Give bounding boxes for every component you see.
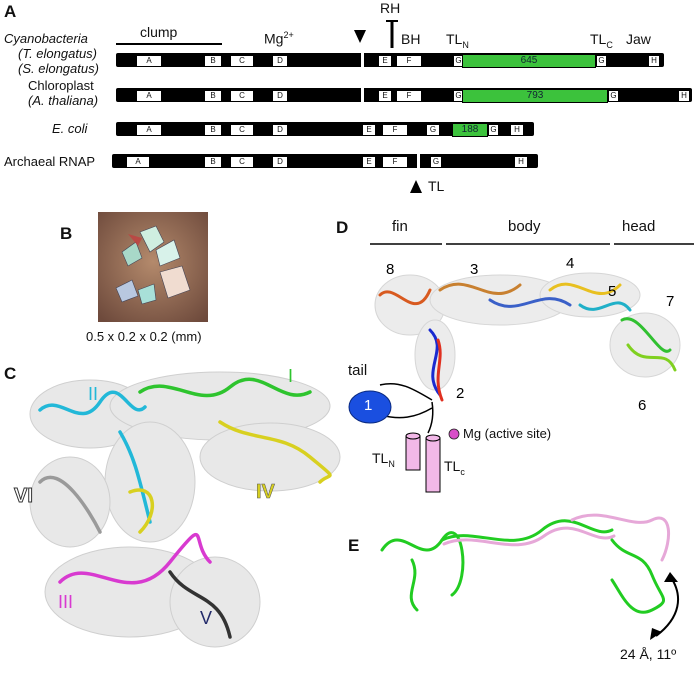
domain-numeral-VI: VI <box>14 485 33 507</box>
domain-box: F <box>396 55 422 67</box>
domain-number-5: 5 <box>608 283 616 300</box>
structure-domains-illustration: I II III IV V VI <box>14 366 341 648</box>
domain-box: G <box>488 124 499 136</box>
mg-active-site-label: Mg (active site) <box>463 426 552 441</box>
split-gap <box>417 152 420 170</box>
jaw-label: Jaw <box>626 31 651 47</box>
panel-letter-e: E <box>348 536 360 555</box>
tln-label: TLN <box>446 31 469 50</box>
tlc-label: TLC <box>590 31 613 50</box>
domain-box: G <box>596 55 607 67</box>
domain-numeral-V: V <box>200 608 212 628</box>
domain-box: H <box>678 90 690 102</box>
insert-region: 645 <box>462 54 596 68</box>
domain-number-3: 3 <box>470 261 478 278</box>
panel-letter-d: D <box>336 218 349 237</box>
domain-box: F <box>382 124 408 136</box>
crystal-size-caption: 0.5 x 0.2 x 0.2 (mm) <box>86 329 202 344</box>
domain-box: B <box>204 55 222 67</box>
rh-label: RH <box>380 0 401 16</box>
tl-bottom-label: TL <box>428 178 445 194</box>
domain-box: D <box>272 55 288 67</box>
domain-box: G <box>430 156 442 168</box>
domain-bar-cyano: A B C D E F G 645 G H <box>116 51 664 69</box>
domain-number-8: 8 <box>386 261 394 278</box>
row-name-chloro-1: Chloroplast <box>28 78 94 93</box>
domain-box: D <box>272 124 288 136</box>
domain-number-4: 4 <box>566 255 574 272</box>
crystal-photo <box>98 212 208 322</box>
domain-bar-chloro: A B C D E F G 793 G H <box>116 86 692 104</box>
header-fin: fin <box>392 218 408 235</box>
row-name-archaeal: Archaeal RNAP <box>4 154 96 169</box>
domain-box: A <box>126 156 150 168</box>
fin-body-head-structure: 8 3 4 5 7 2 6 <box>374 255 681 434</box>
row-name-ecoli: E. coli <box>52 121 88 136</box>
domain-box: A <box>136 55 162 67</box>
arrowhead-down-icon <box>354 30 366 43</box>
domain-box: C <box>230 156 254 168</box>
split-gap <box>361 51 364 69</box>
superposition-illustration <box>380 513 671 614</box>
tail-circle-number: 1 <box>364 397 373 414</box>
row-name-chloro-2: (A. thaliana) <box>28 93 99 108</box>
domain-numeral-III: III <box>58 592 73 612</box>
domain-box: D <box>272 156 288 168</box>
domain-box: G <box>608 90 619 102</box>
domain-box: B <box>204 156 222 168</box>
domain-numeral-II: II <box>88 384 98 404</box>
domain-box: C <box>230 90 254 102</box>
row-name-cyano-2: (T. elongatus) <box>18 46 98 61</box>
panel-letter-c: C <box>4 364 17 383</box>
tail-label: tail <box>348 362 368 379</box>
row-name-cyano-1: Cyanobacteria <box>4 31 88 46</box>
panel-letter-a: A <box>4 2 17 21</box>
domain-box: C <box>230 55 254 67</box>
domain-number-7: 7 <box>666 293 674 310</box>
domain-numeral-IV: IV <box>256 481 276 503</box>
header-head: head <box>622 218 656 235</box>
domain-box: C <box>230 124 254 136</box>
domain-box: E <box>378 90 392 102</box>
split-gap <box>361 86 364 104</box>
arrowhead-up-icon <box>410 180 422 193</box>
domain-box: A <box>136 124 162 136</box>
clump-bracket <box>116 43 222 45</box>
domain-box: F <box>396 90 422 102</box>
domain-box: E <box>362 124 376 136</box>
rh-t-marker <box>386 20 398 48</box>
clump-label: clump <box>140 24 178 40</box>
domain-box: E <box>378 55 392 67</box>
rotation-arrow-icon <box>650 572 679 640</box>
domain-numeral-I: I <box>288 366 293 386</box>
domain-box: H <box>510 124 524 136</box>
rotation-label: 24 Å, 11º <box>620 646 677 662</box>
domain-box: D <box>272 90 288 102</box>
insert-region: 793 <box>462 89 608 103</box>
domain-number-6: 6 <box>638 397 646 414</box>
mg-label: Mg2+ <box>264 30 294 47</box>
domain-number-2: 2 <box>456 385 464 402</box>
tln-cylinder-label: TLN <box>372 450 395 469</box>
row-name-cyano-3: (S. elongatus) <box>18 61 99 76</box>
domain-box: B <box>204 124 222 136</box>
domain-box: H <box>514 156 528 168</box>
domain-box: A <box>136 90 162 102</box>
tail-circle <box>348 390 392 424</box>
domain-box: H <box>648 55 660 67</box>
mg-dot-icon <box>448 428 460 440</box>
header-body: body <box>508 218 541 235</box>
domain-box: E <box>362 156 376 168</box>
domain-box: F <box>382 156 408 168</box>
header-brackets <box>370 243 694 245</box>
domain-box: B <box>204 90 222 102</box>
insert-region: 188 <box>452 123 488 137</box>
domain-box: G <box>426 124 440 136</box>
tl-cylinders <box>405 432 441 493</box>
panel-letter-b: B <box>60 224 73 243</box>
bh-label: BH <box>401 31 421 47</box>
tlc-cylinder-label: TLc <box>444 458 465 477</box>
domain-bar-archaeal: A B C D E F G H <box>112 152 538 170</box>
domain-bar-ecoli: A B C D E F G 188 G H <box>116 122 534 137</box>
